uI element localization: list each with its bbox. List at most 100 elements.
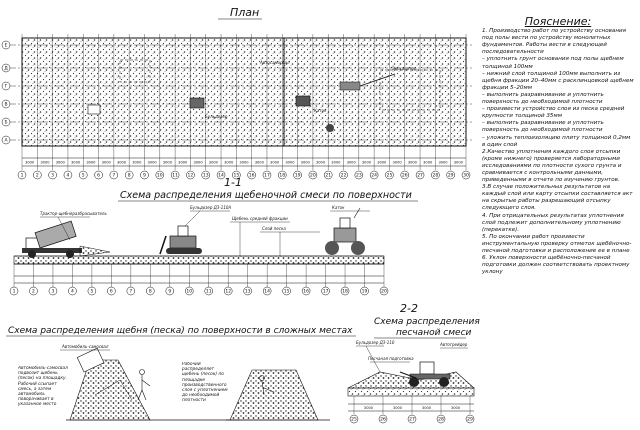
note-item: 5. По окончании работ произвести инструм… [482,233,632,254]
section22-axis-29: 29 [465,414,475,424]
column-axis-4: 4 [63,170,73,180]
svg-text:23: 23 [356,173,362,179]
span-dim: 3000 [25,161,35,165]
svg-text:12: 12 [188,173,194,179]
span-dim: 3000 [209,161,219,165]
s11-label-4: Слой песка [262,226,286,231]
column-axis-27: 27 [415,170,425,180]
span-dim: 3000 [362,161,372,165]
svg-text:22: 22 [341,173,347,179]
span-dim: 3000 [193,161,203,165]
column-axis-22: 22 [339,170,348,180]
svg-text:20: 20 [381,289,387,295]
column-axis-30: 30 [461,170,471,180]
section11-axis-19: 19 [360,286,369,296]
column-axis-25: 25 [385,170,394,180]
span-dim: 3000 [71,161,81,165]
svg-text:А: А [4,138,8,144]
svg-text:7: 7 [129,289,132,295]
svg-text:8: 8 [128,173,131,179]
svg-text:15: 15 [284,289,290,295]
svg-text:28: 28 [433,173,439,179]
svg-text:24: 24 [371,173,377,179]
section22-drawing: Бульдозер ДЗ-110 Песчаная подготовка Авт… [347,340,475,424]
note-item: 6. Уклон поверхности щебёночно-песчаной … [482,255,630,276]
section11-axis-9: 9 [165,286,175,296]
span-dim: 3000 [377,161,387,165]
column-axis-11: 11 [170,170,180,180]
row-axis-Е: Е [1,40,11,50]
svg-text:27: 27 [409,417,415,423]
svg-text:26: 26 [380,417,386,423]
section11-axis-6: 6 [107,286,116,296]
span-dim: 3000 [408,161,418,165]
svg-text:14: 14 [218,173,224,179]
column-axis-23: 23 [354,170,364,180]
row-axis-Г: Г [1,81,11,91]
svg-text:Д: Д [4,66,8,72]
column-axis-5: 5 [78,170,88,180]
span-dim: 3000 [364,406,374,410]
span-dim: 3000 [239,161,249,165]
column-axis-10: 10 [155,170,165,180]
span-dim: 3000 [316,161,326,165]
column-axis-21: 21 [323,170,333,180]
s11-label-1: Трактор-щебнеразбрасыватель [40,211,107,216]
column-axis-3: 3 [48,170,57,180]
span-dim: 3000 [224,161,234,165]
plan-label-roller: Каток [314,108,327,113]
column-axis-6: 6 [94,170,103,180]
column-axis-26: 26 [400,170,410,180]
svg-text:В: В [4,102,7,108]
span-dim: 3000 [102,161,112,165]
svg-text:18: 18 [342,289,348,295]
section11-title: 1-1 [224,176,242,189]
svg-text:16: 16 [249,173,255,179]
svg-text:30: 30 [463,173,469,179]
dump-truck-icon [22,220,111,258]
span-dim: 3000 [86,161,96,165]
span-dim: 3000 [393,161,403,165]
section11-drawing: Трактор-щебнеразбрасыватель Бульдозер ДЗ… [9,205,389,296]
section11-axis-2: 2 [29,286,38,296]
column-axis-7: 7 [109,170,119,180]
column-axis-9: 9 [140,170,149,180]
svg-text:12: 12 [225,289,231,295]
column-axis-2: 2 [33,170,42,180]
column-axis-17: 17 [262,170,272,180]
column-axis-1: 1 [17,170,27,180]
span-dim: 3000 [451,406,461,410]
column-axis-28: 28 [431,170,440,180]
section22-axis-27: 27 [407,414,417,424]
section11-axis-18: 18 [340,286,350,296]
bulldozer-icon [159,225,202,255]
svg-text:9: 9 [143,173,146,179]
span-dim: 3000 [423,161,433,165]
note-item: 4. При отрицательных результатах уплотне… [482,212,624,233]
plan-title: План [230,6,259,19]
section11-axis-8: 8 [146,286,155,296]
column-axis-14: 14 [216,170,226,180]
section11-axis-4: 4 [68,286,77,296]
column-axis-13: 13 [201,170,210,180]
section11-axis-7: 7 [126,286,136,296]
scheme2-title: Схема распределения щебня (песка) по пов… [8,326,353,336]
svg-text:14: 14 [264,289,270,295]
column-axis-16: 16 [247,170,256,180]
note-item: – произвести устройство слоя из песка ср… [482,106,625,120]
svg-text:25: 25 [387,173,393,179]
svg-text:8: 8 [149,289,152,295]
svg-text:11: 11 [172,173,178,179]
notes-panel: Пояснение: 1. Производство работ по устр… [482,16,634,276]
s22-label-1: Бульдозер ДЗ-110 [356,340,395,345]
span-dim: 3000 [393,406,403,410]
svg-text:Б: Б [4,120,7,126]
section11-axis-20: 20 [379,286,389,296]
section11-axis-10: 10 [185,286,194,296]
svg-text:25: 25 [351,417,357,423]
section11-axis-3: 3 [48,286,58,296]
section11-axis-1: 1 [9,286,19,296]
scheme3-title-2: песчаной смеси [396,328,472,338]
svg-text:17: 17 [264,173,270,179]
